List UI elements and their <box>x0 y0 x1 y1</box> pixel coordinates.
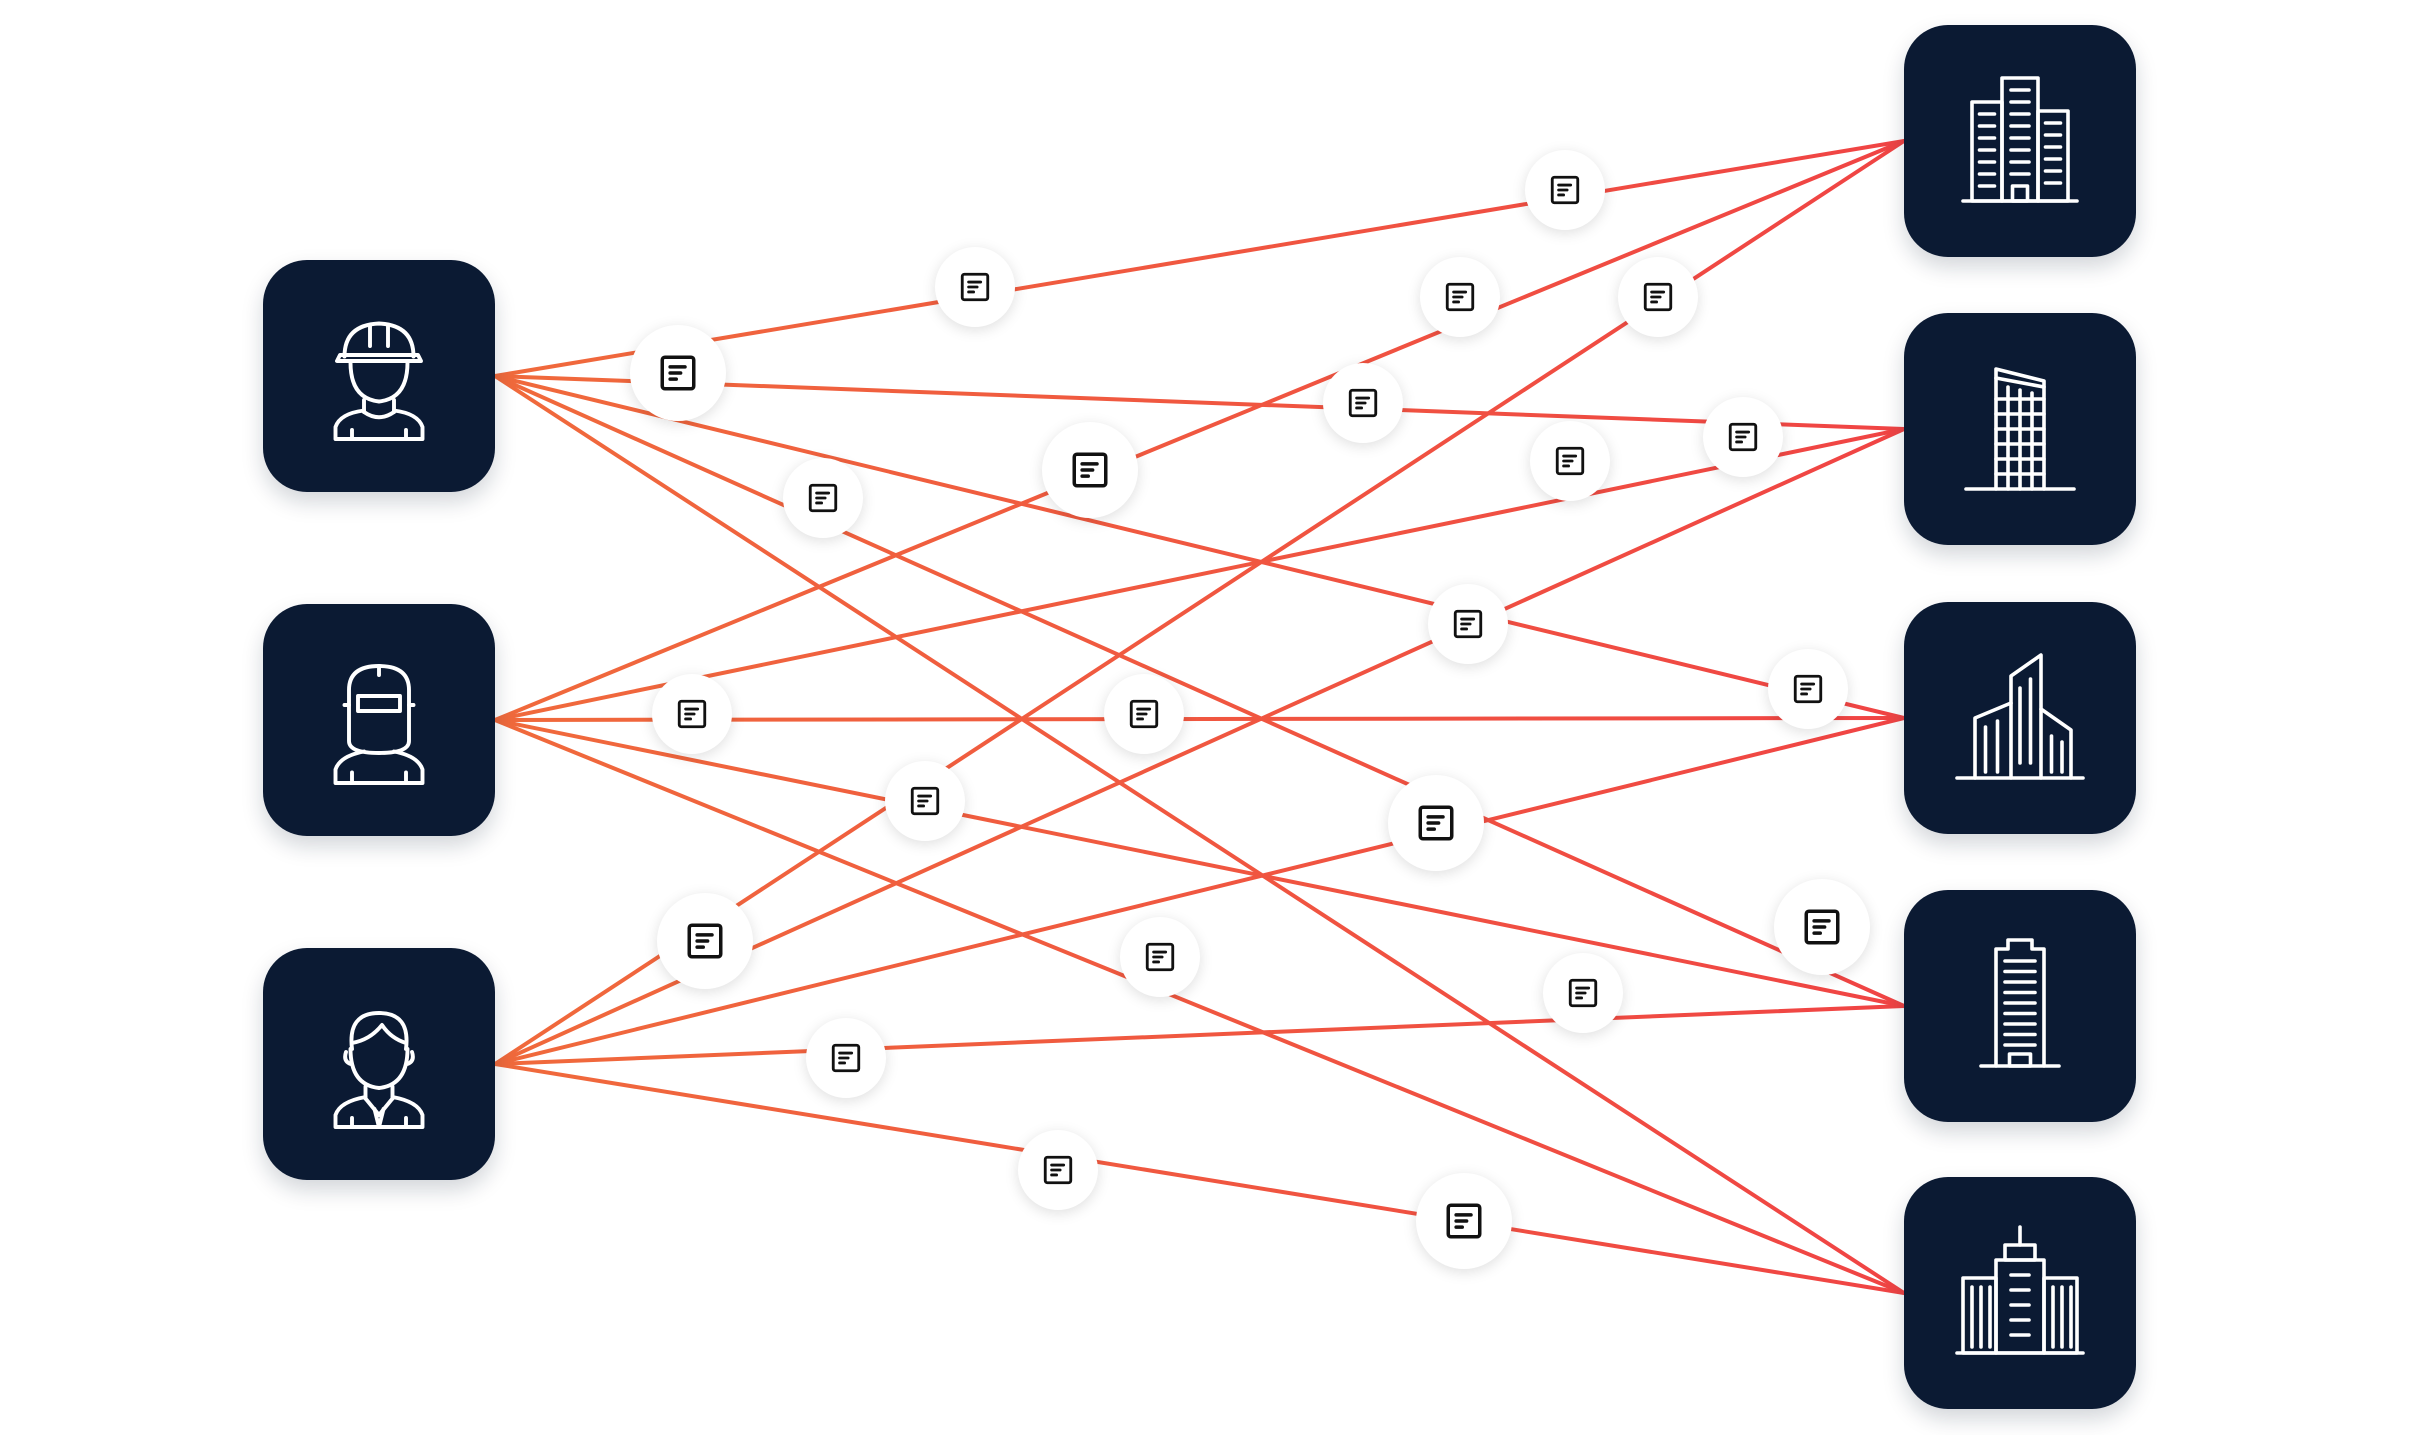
document-badge[interactable] <box>935 247 1015 327</box>
tall-tower-icon <box>1979 938 2061 1068</box>
document-badge[interactable] <box>885 761 965 841</box>
link-office-b5 <box>493 1062 1906 1295</box>
businessman-icon <box>333 1011 425 1129</box>
document-badge[interactable] <box>783 458 863 538</box>
node-welder[interactable] <box>263 604 495 836</box>
node-building-3[interactable] <box>1904 602 2136 834</box>
node-worker[interactable] <box>263 260 495 492</box>
document-icon <box>1568 978 1598 1008</box>
document-icon <box>1043 1155 1073 1185</box>
document-icon <box>910 786 940 816</box>
link-welder-b5 <box>493 718 1906 1295</box>
document-badge[interactable] <box>1703 397 1783 477</box>
document-icon <box>960 272 990 302</box>
document-icon <box>1129 699 1159 729</box>
document-icon <box>1453 609 1483 639</box>
document-badge[interactable] <box>1416 1173 1512 1269</box>
document-icon <box>1145 942 1175 972</box>
document-icon <box>660 355 696 391</box>
document-badge[interactable] <box>630 325 726 421</box>
link-worker-b2 <box>493 374 1906 431</box>
document-icon <box>1445 282 1475 312</box>
document-icon <box>808 483 838 513</box>
document-badge[interactable] <box>1018 1130 1098 1210</box>
node-building-5[interactable] <box>1904 1177 2136 1409</box>
document-badge[interactable] <box>1388 775 1484 871</box>
document-badge[interactable] <box>1428 584 1508 664</box>
document-icon <box>687 923 723 959</box>
city-towers-icon <box>1955 653 2085 780</box>
document-icon <box>1728 422 1758 452</box>
document-badge[interactable] <box>1420 257 1500 337</box>
document-badge[interactable] <box>1618 257 1698 337</box>
document-badge[interactable] <box>1774 879 1870 975</box>
link-worker-b1 <box>493 139 1906 378</box>
document-badge[interactable] <box>1120 917 1200 997</box>
document-icon <box>1072 452 1108 488</box>
document-icon <box>831 1043 861 1073</box>
document-badge[interactable] <box>1768 649 1848 729</box>
hard-hat-worker-icon <box>333 321 425 441</box>
link-welder-b2 <box>493 427 1906 722</box>
office-complex-icon <box>1961 76 2079 203</box>
document-badge[interactable] <box>1042 422 1138 518</box>
link-welder-b1 <box>493 139 1906 722</box>
office-block-icon <box>1955 1225 2085 1355</box>
document-icon <box>1555 446 1585 476</box>
document-icon <box>1643 282 1673 312</box>
node-building-2[interactable] <box>1904 313 2136 545</box>
document-badge[interactable] <box>1104 674 1184 754</box>
node-office[interactable] <box>263 948 495 1180</box>
document-icon <box>1550 175 1580 205</box>
node-building-4[interactable] <box>1904 890 2136 1122</box>
document-icon <box>1418 805 1454 841</box>
document-badge[interactable] <box>652 674 732 754</box>
link-office-b3 <box>493 716 1906 1066</box>
document-badge[interactable] <box>806 1018 886 1098</box>
document-badge[interactable] <box>1323 363 1403 443</box>
node-building-1[interactable] <box>1904 25 2136 257</box>
document-badge[interactable] <box>1530 421 1610 501</box>
link-worker-b4 <box>493 374 1906 1008</box>
link-worker-b5 <box>493 374 1906 1295</box>
document-badge[interactable] <box>1525 150 1605 230</box>
document-badge[interactable] <box>1543 953 1623 1033</box>
document-icon <box>1804 909 1840 945</box>
link-welder-b4 <box>493 718 1906 1008</box>
document-icon <box>1793 674 1823 704</box>
document-icon <box>1446 1203 1482 1239</box>
skyscraper-slanted-icon <box>1964 367 2076 491</box>
welder-mask-icon <box>333 664 425 785</box>
document-icon <box>677 699 707 729</box>
document-badge[interactable] <box>657 893 753 989</box>
link-worker-b3 <box>493 374 1906 720</box>
link-office-b4 <box>493 1004 1906 1066</box>
document-icon <box>1348 388 1378 418</box>
